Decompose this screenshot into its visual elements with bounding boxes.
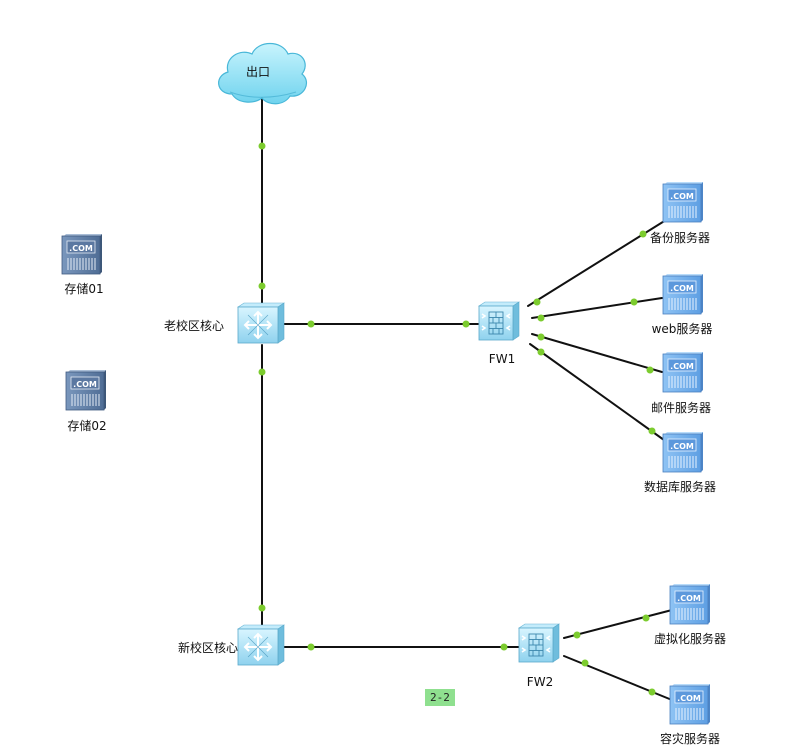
- link-fw1-db: [529, 343, 665, 441]
- fw2-firewall[interactable]: FW2: [518, 623, 560, 689]
- port-dot: [642, 614, 650, 622]
- web-server-label: web服务器: [652, 321, 713, 336]
- exit-label: 出口: [246, 65, 270, 79]
- disaster-recovery-server-label: 容灾服务器: [660, 731, 720, 746]
- storage-icon: [65, 369, 107, 411]
- port-dot: [307, 643, 315, 651]
- port-dots: [258, 142, 656, 696]
- storage-01[interactable]: 存储01: [61, 233, 104, 296]
- port-dot: [258, 368, 266, 376]
- firewall-icon: [518, 623, 560, 663]
- server-icon: [662, 273, 704, 315]
- port-dot: [258, 142, 266, 150]
- mail-server-label: 邮件服务器: [651, 400, 711, 415]
- virtualization-server-label: 虚拟化服务器: [654, 631, 726, 646]
- firewall-icon: [478, 301, 520, 341]
- server-icon: [662, 351, 704, 393]
- port-dot: [500, 643, 508, 651]
- storage-02-label: 存储02: [67, 418, 106, 433]
- port-dot: [646, 366, 654, 374]
- web-server[interactable]: web服务器: [652, 273, 713, 336]
- link-fw2-virt: [563, 609, 673, 639]
- port-dot: [258, 604, 266, 612]
- db-server[interactable]: 数据库服务器: [644, 431, 716, 494]
- virtualization-server[interactable]: 虚拟化服务器: [654, 583, 726, 646]
- links: [261, 95, 673, 701]
- page-tag: 2-2: [425, 689, 455, 706]
- new-core-label: 新校区核心: [178, 640, 238, 655]
- backup-server-label: 备份服务器: [650, 230, 710, 245]
- db-server-label: 数据库服务器: [644, 479, 716, 494]
- mail-server[interactable]: 邮件服务器: [651, 351, 711, 415]
- core-switch-icon: [237, 302, 285, 344]
- port-dot: [630, 298, 638, 306]
- port-dot: [537, 333, 545, 341]
- server-icon: [669, 683, 711, 725]
- port-dot: [648, 427, 656, 435]
- port-dot: [537, 314, 545, 322]
- link-fw1-web: [531, 297, 663, 319]
- old-core-switch[interactable]: 老校区核心: [164, 302, 285, 344]
- port-dot: [462, 320, 470, 328]
- link-fw2-dr: [563, 655, 673, 701]
- fw1-label: FW1: [489, 352, 515, 366]
- server-icon: [662, 431, 704, 473]
- server-icon: [662, 181, 704, 223]
- port-dot: [533, 298, 541, 306]
- old-core-label: 老校区核心: [164, 318, 224, 333]
- new-core-switch[interactable]: 新校区核心: [178, 624, 285, 666]
- storage-icon: [61, 233, 103, 275]
- port-dot: [258, 282, 266, 290]
- exit-cloud[interactable]: 出口: [218, 42, 307, 105]
- port-dot: [639, 230, 647, 238]
- fw2-label: FW2: [527, 675, 553, 689]
- link-fw1-mail: [531, 333, 663, 373]
- port-dot: [581, 659, 589, 667]
- storage-02[interactable]: 存储02: [65, 369, 107, 433]
- port-dot: [573, 631, 581, 639]
- cloud-icon: [218, 42, 307, 105]
- fw1-firewall[interactable]: FW1: [478, 301, 520, 366]
- port-dot: [307, 320, 315, 328]
- port-dot: [537, 348, 545, 356]
- core-switch-icon: [237, 624, 285, 666]
- server-icon: [669, 583, 711, 625]
- storage-01-label: 存储01: [64, 281, 103, 296]
- disaster-recovery-server[interactable]: 容灾服务器: [660, 683, 720, 746]
- backup-server[interactable]: 备份服务器: [650, 181, 710, 245]
- port-dot: [648, 688, 656, 696]
